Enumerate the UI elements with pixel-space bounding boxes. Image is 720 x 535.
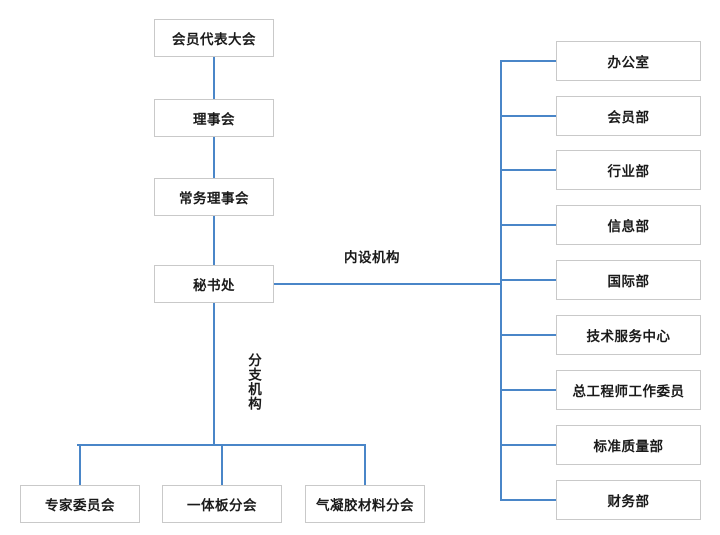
group-label-branches: 分支机构 [245, 353, 261, 411]
connector-branch-drop-integrated-panel [221, 444, 223, 485]
node-chief_engineer_committee[interactable]: 总工程师工作委员 [556, 370, 701, 410]
node-tech_service_center[interactable]: 技术服务中心 [556, 315, 701, 355]
node-standing_council[interactable]: 常务理事会 [154, 178, 274, 216]
group-label-internal: 内设机构 [344, 250, 400, 266]
node-standards_quality[interactable]: 标准质量部 [556, 425, 701, 465]
node-expert_committee[interactable]: 专家委员会 [20, 485, 140, 523]
connector-branch-drop-expert [79, 444, 81, 485]
node-international[interactable]: 国际部 [556, 260, 701, 300]
connector-stub-information [500, 224, 556, 226]
node-finance[interactable]: 财务部 [556, 480, 701, 520]
connector-standing-council-to-secretariat [213, 216, 215, 265]
connector-secretariat-to-internal-trunk [274, 283, 501, 285]
connector-secretariat-to-branch-bus [213, 303, 215, 444]
node-information[interactable]: 信息部 [556, 205, 701, 245]
connector-assembly-to-council [213, 57, 215, 99]
connector-stub-office [500, 60, 556, 62]
connector-stub-tech_service_center [500, 334, 556, 336]
node-membership[interactable]: 会员部 [556, 96, 701, 136]
connector-stub-chief_engineer_committee [500, 389, 556, 391]
node-aerogel_material_branch[interactable]: 气凝胶材料分会 [305, 485, 425, 523]
connector-stub-membership [500, 115, 556, 117]
node-secretariat[interactable]: 秘书处 [154, 265, 274, 303]
node-office[interactable]: 办公室 [556, 41, 701, 81]
connector-council-to-standing-council [213, 137, 215, 178]
node-integrated_panel_branch[interactable]: 一体板分会 [162, 485, 282, 523]
connector-stub-standards_quality [500, 444, 556, 446]
connector-stub-international [500, 279, 556, 281]
connector-stub-finance [500, 499, 556, 501]
node-industry[interactable]: 行业部 [556, 150, 701, 190]
connector-internal-trunk [500, 61, 502, 501]
connector-branch-drop-aerogel [364, 444, 366, 485]
connector-stub-industry [500, 169, 556, 171]
node-assembly[interactable]: 会员代表大会 [154, 19, 274, 57]
node-council[interactable]: 理事会 [154, 99, 274, 137]
